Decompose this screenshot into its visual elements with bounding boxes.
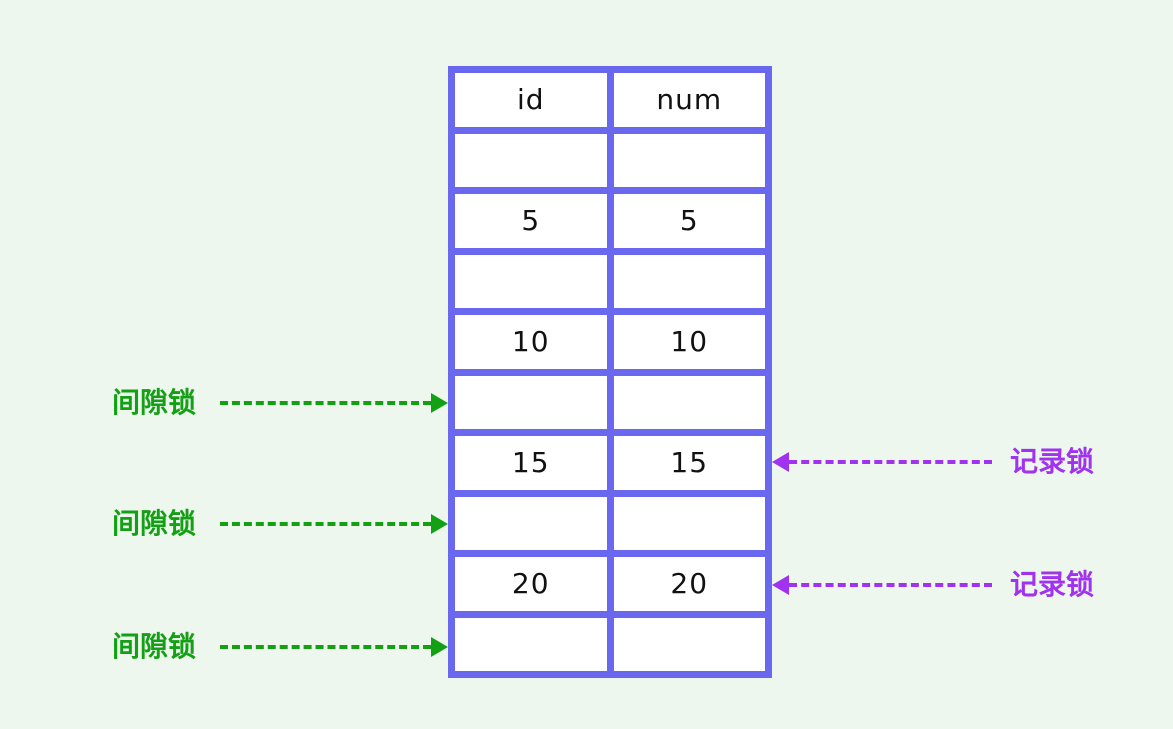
arrowhead-left-icon: [772, 452, 789, 472]
table-cell-gap-row: [455, 133, 607, 187]
table-cell-gap-row: [613, 133, 765, 187]
table-cell-record: 20: [455, 557, 607, 611]
table-cell-record: 15: [455, 436, 607, 490]
table-cell-gap-row: [455, 617, 607, 671]
lock-table: id num 5 5 10 10 15 15 20 20: [448, 66, 772, 678]
dashed-arrow-line: [220, 401, 431, 405]
record-lock-label: 记录锁: [1009, 568, 1094, 601]
table-cell-record: 10: [455, 315, 607, 369]
table-header-num: num: [613, 73, 765, 127]
table-header-id: id: [455, 73, 607, 127]
arrowhead-left-icon: [772, 575, 789, 595]
record-lock-label: 记录锁: [1009, 445, 1094, 478]
gap-lock-annotation-1: 间隙锁: [112, 383, 448, 423]
table-cell-gap-row: [455, 375, 607, 429]
gap-lock-label: 间隙锁: [112, 386, 197, 419]
arrowhead-right-icon: [431, 514, 448, 534]
arrowhead-right-icon: [431, 637, 448, 657]
table-cell-record: 20: [613, 557, 765, 611]
gap-lock-label: 间隙锁: [112, 507, 197, 540]
table-cell-gap-row: [613, 617, 765, 671]
table-cell-gap-row: [613, 496, 765, 550]
table-cell-gap-row: [613, 375, 765, 429]
gap-lock-annotation-3: 间隙锁: [112, 627, 448, 667]
table-cell-record: 15: [613, 436, 765, 490]
record-lock-annotation-2: 记录锁: [772, 565, 1094, 605]
dashed-arrow-line: [220, 522, 431, 526]
table-cell-record: 10: [613, 315, 765, 369]
table-cell-gap-row: [455, 254, 607, 308]
gap-lock-annotation-2: 间隙锁: [112, 504, 448, 544]
dashed-arrow-line: [789, 460, 992, 464]
table-cell-gap-row: [613, 254, 765, 308]
table-cell-record: 5: [455, 194, 607, 248]
dashed-arrow-line: [789, 583, 992, 587]
table-cell-gap-row: [455, 496, 607, 550]
arrowhead-right-icon: [431, 393, 448, 413]
gap-lock-label: 间隙锁: [112, 630, 197, 663]
dashed-arrow-line: [220, 645, 431, 649]
table-cell-record: 5: [613, 194, 765, 248]
record-lock-annotation-1: 记录锁: [772, 442, 1094, 482]
